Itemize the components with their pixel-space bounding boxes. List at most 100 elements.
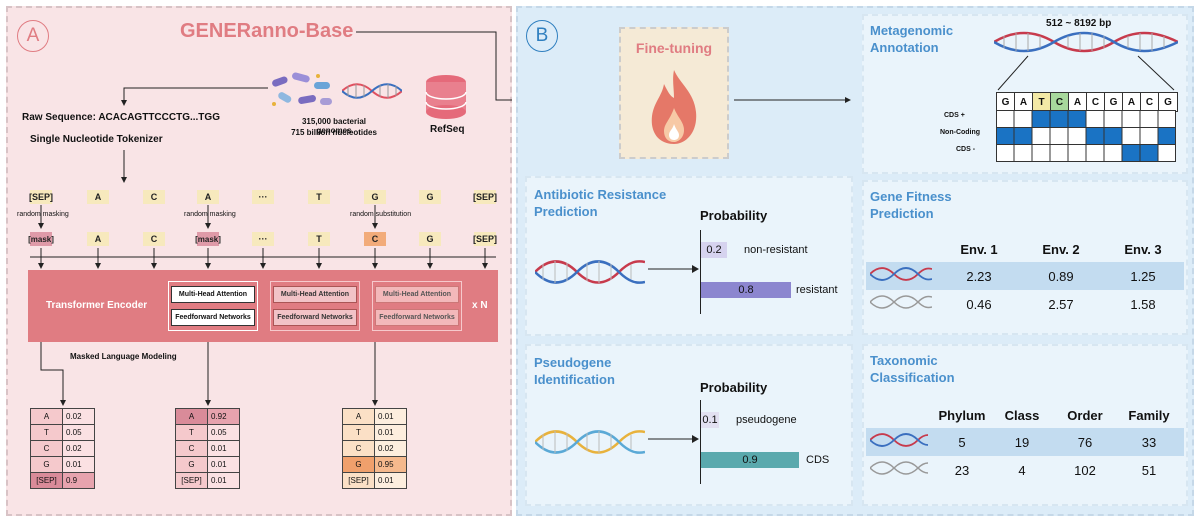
input-token: C	[143, 190, 165, 204]
base-cell: A	[1123, 93, 1141, 111]
masked-token: C	[143, 232, 165, 246]
encoder-block	[270, 281, 360, 331]
encoder-block	[372, 281, 462, 331]
column-header: Phylum	[938, 407, 986, 423]
metagenomic-title: Metagenomic	[870, 23, 954, 38]
panel-b-label: B	[526, 20, 558, 52]
arrow-icon	[648, 265, 699, 273]
attention-box: Multi-Head Attention	[273, 286, 357, 303]
panel-a-connectors	[30, 31, 512, 406]
table-cell: 23	[954, 462, 970, 478]
fitness-title: Gene Fitness	[870, 189, 952, 204]
dna-icon	[994, 31, 1178, 91]
base-cell: C	[1087, 93, 1105, 111]
column-header: Env. 1	[960, 241, 998, 257]
table-row: [SEP]0.01	[175, 472, 240, 489]
bar-axis	[700, 230, 701, 314]
table-row: 5 19 76 33	[866, 428, 1184, 456]
annotation-grid	[996, 110, 1176, 162]
input-token: ···	[252, 190, 274, 204]
antibiotic-title: Prediction	[534, 204, 598, 219]
table-cell: 19	[1014, 434, 1030, 450]
input-token: A	[87, 190, 109, 204]
table-cell: 51	[1141, 462, 1157, 478]
input-token: [SEP]	[29, 190, 54, 204]
flame-icon	[651, 70, 697, 144]
masked-token: [mask]	[195, 232, 221, 246]
nucleotides-count: 715 billion nucleotides	[291, 128, 377, 137]
table-cell: 2.23	[966, 268, 992, 284]
annotation-row-label: CDS +	[944, 112, 965, 119]
dna-icon	[535, 430, 645, 454]
arrow-icon	[648, 435, 699, 443]
ffn-box: Feedforward Networks	[273, 309, 357, 326]
taxonomy-title: Taxonomic	[870, 353, 938, 368]
taxonomy-table: Phylum Class Order Family 5 19 76 33 23 …	[866, 402, 1184, 484]
table-row: 23 4 102 51	[866, 456, 1184, 484]
annotation-row-label: CDS -	[956, 146, 976, 153]
probability-bar: 0.8	[701, 282, 791, 298]
fitness-table: Env. 1 Env. 2 Env. 3 2.23 0.89 1.25 0.46…	[866, 236, 1184, 318]
pseudogene-panel	[525, 344, 853, 506]
table-cell: 76	[1077, 434, 1093, 450]
genomes-count: 315,000 bacterial genomes	[301, 117, 367, 135]
table-cell: 33	[1141, 434, 1157, 450]
masked-token: A	[87, 232, 109, 246]
table-row: 2.23 0.89 1.25	[866, 262, 1184, 290]
masked-token: T	[308, 232, 330, 246]
bar-label: CDS	[806, 454, 830, 466]
input-token: A	[197, 190, 219, 204]
base-cell: C	[1141, 93, 1159, 111]
probability-label: Probability	[700, 208, 768, 223]
table-row: 0.46 2.57 1.58	[866, 290, 1184, 318]
base-cell: G	[997, 93, 1015, 111]
ffn-box: Feedforward Networks	[375, 309, 459, 326]
table-cell: 1.25	[1130, 268, 1156, 284]
length-range: 512 ~ 8192 bp	[1046, 18, 1112, 29]
encoder-block	[168, 281, 258, 331]
base-cell: T	[1033, 93, 1051, 111]
database-icon	[425, 75, 467, 119]
masked-token: [SEP]	[473, 232, 498, 246]
masked-token: [mask]	[28, 232, 54, 246]
table-header-row: Phylum Class Order Family	[866, 402, 1184, 428]
dna-icon	[866, 265, 938, 288]
base-sequence-row: G A T C A C G A C G	[996, 92, 1178, 112]
finetune-arrows	[734, 97, 851, 103]
probability-bar: 0.2	[701, 242, 727, 258]
input-token: G	[364, 190, 386, 204]
base-cell: C	[1051, 93, 1069, 111]
encoder-title: Transformer Encoder	[46, 300, 148, 311]
table-cell: 1.58	[1130, 296, 1156, 312]
dna-icon	[342, 83, 402, 99]
substitution-note: random substitution	[350, 211, 412, 218]
dna-icon	[866, 459, 932, 482]
pseudogene-title: Pseudogene	[534, 355, 612, 370]
column-header: Class	[1004, 407, 1040, 423]
metagenomic-title: Annotation	[870, 40, 939, 55]
bar-axis	[700, 400, 701, 484]
probability-bar: 0.9	[701, 452, 799, 468]
column-header: Env. 2	[1042, 241, 1080, 257]
dna-icon	[866, 431, 932, 454]
fitness-panel	[862, 180, 1188, 335]
table-cell: 5	[958, 434, 966, 450]
table-cell: 102	[1074, 462, 1096, 478]
base-cell: G	[1159, 93, 1177, 111]
panel-a-label: A	[17, 20, 49, 52]
antibiotic-panel	[525, 176, 853, 336]
masking-note: random masking	[17, 211, 69, 218]
